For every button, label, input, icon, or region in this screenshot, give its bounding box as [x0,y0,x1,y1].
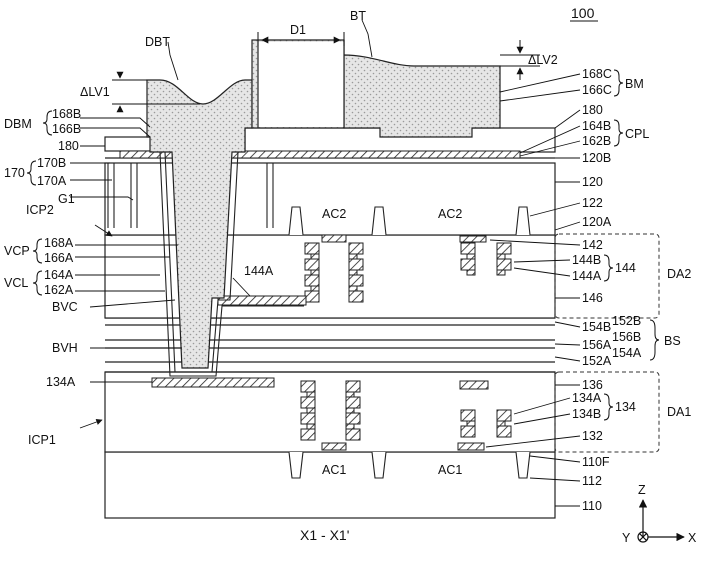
label-164a: 164A [44,268,74,282]
label-166c: 166C [582,83,612,97]
label-ac1-1: AC1 [322,463,346,477]
label-icp1: ICP1 [28,433,56,447]
label-170: 170 [4,166,25,180]
axis-label-x: X [688,531,697,545]
dlv-dimensions [112,40,540,113]
label-120b: 120B [582,151,611,165]
cpl-liner [119,150,521,159]
label-110f: 110F [582,455,610,469]
label-166a: 166A [44,251,74,265]
label-144a-mid: 144A [244,264,274,278]
label-154a: 154A [612,346,642,360]
label-168a: 168A [44,236,74,250]
label-dlv1: ΔLV1 [80,85,110,99]
label-168c: 168C [582,67,612,81]
wiring-144a [217,295,307,306]
label-156a: 156A [582,338,612,352]
label-bt: BT [350,9,366,23]
axis-label-y: Y [622,531,631,545]
wiring-134a [151,377,275,388]
label-142: 142 [582,238,603,252]
label-144a: 144A [572,269,602,283]
label-144: 144 [615,261,636,275]
label-164b: 164B [582,119,611,133]
label-156b: 156B [612,330,641,344]
d1-dimension [257,32,345,46]
label-154b: 154B [582,320,611,334]
label-170a: 170A [37,174,67,188]
label-122: 122 [582,196,603,210]
label-da2: DA2 [667,267,691,281]
label-dbm: DBM [4,117,32,131]
label-162b: 162B [582,134,611,148]
label-134a-left: 134A [46,375,76,389]
label-180-left: 180 [58,139,79,153]
caption: X1 - X1' [300,527,349,543]
label-bs: BS [664,334,681,348]
label-170b: 170B [37,156,66,170]
label-162a: 162A [44,283,74,297]
leader-lines-right [485,73,581,507]
label-bvh: BVH [52,341,78,355]
via-stacks [300,234,512,451]
label-112: 112 [582,474,602,488]
leader-lines [70,19,373,429]
figure-number: 100 [571,5,595,21]
axis-indicator [637,499,685,543]
region-boxes [554,233,660,453]
label-134: 134 [615,400,636,414]
substrate-110 [104,451,556,519]
label-146: 146 [582,291,603,305]
axis-label-z: Z [638,483,646,497]
label-g1: G1 [58,192,75,206]
label-dbt: DBT [145,35,170,49]
isolation-bumps [288,206,531,479]
label-180-right: 180 [582,103,603,117]
label-110: 110 [582,499,602,513]
label-bvc: BVC [52,300,78,314]
d1-open-region [258,42,344,127]
label-152b: 152B [612,314,641,328]
label-ac1-2: AC1 [438,463,462,477]
label-152a: 152A [582,354,612,368]
label-144b: 144B [572,253,601,267]
label-dlv2: ΔLV2 [528,53,558,67]
label-166b: 166B [52,122,81,136]
label-136: 136 [582,378,603,392]
via-liner [159,151,304,377]
label-120a: 120A [582,215,612,229]
label-da1: DA1 [667,405,691,419]
label-ac2-2: AC2 [438,207,462,221]
label-ac2-1: AC2 [322,207,346,221]
label-134a: 134A [572,391,602,405]
label-168b: 168B [52,107,81,121]
label-132: 132 [582,429,603,443]
label-cpl: CPL [625,127,649,141]
label-vcl: VCL [4,276,28,290]
gate-trenches [107,163,274,228]
label-d1: D1 [290,23,306,37]
label-vcp: VCP [4,244,30,258]
label-120: 120 [582,175,603,189]
braces [26,69,660,421]
label-icp2: ICP2 [26,203,54,217]
text-labels: 100 DBT BT D1 ΔLV1 ΔLV2 DBM 168B 166B 18… [4,5,697,545]
label-134b: 134B [572,407,601,421]
label-bm: BM [625,77,644,91]
